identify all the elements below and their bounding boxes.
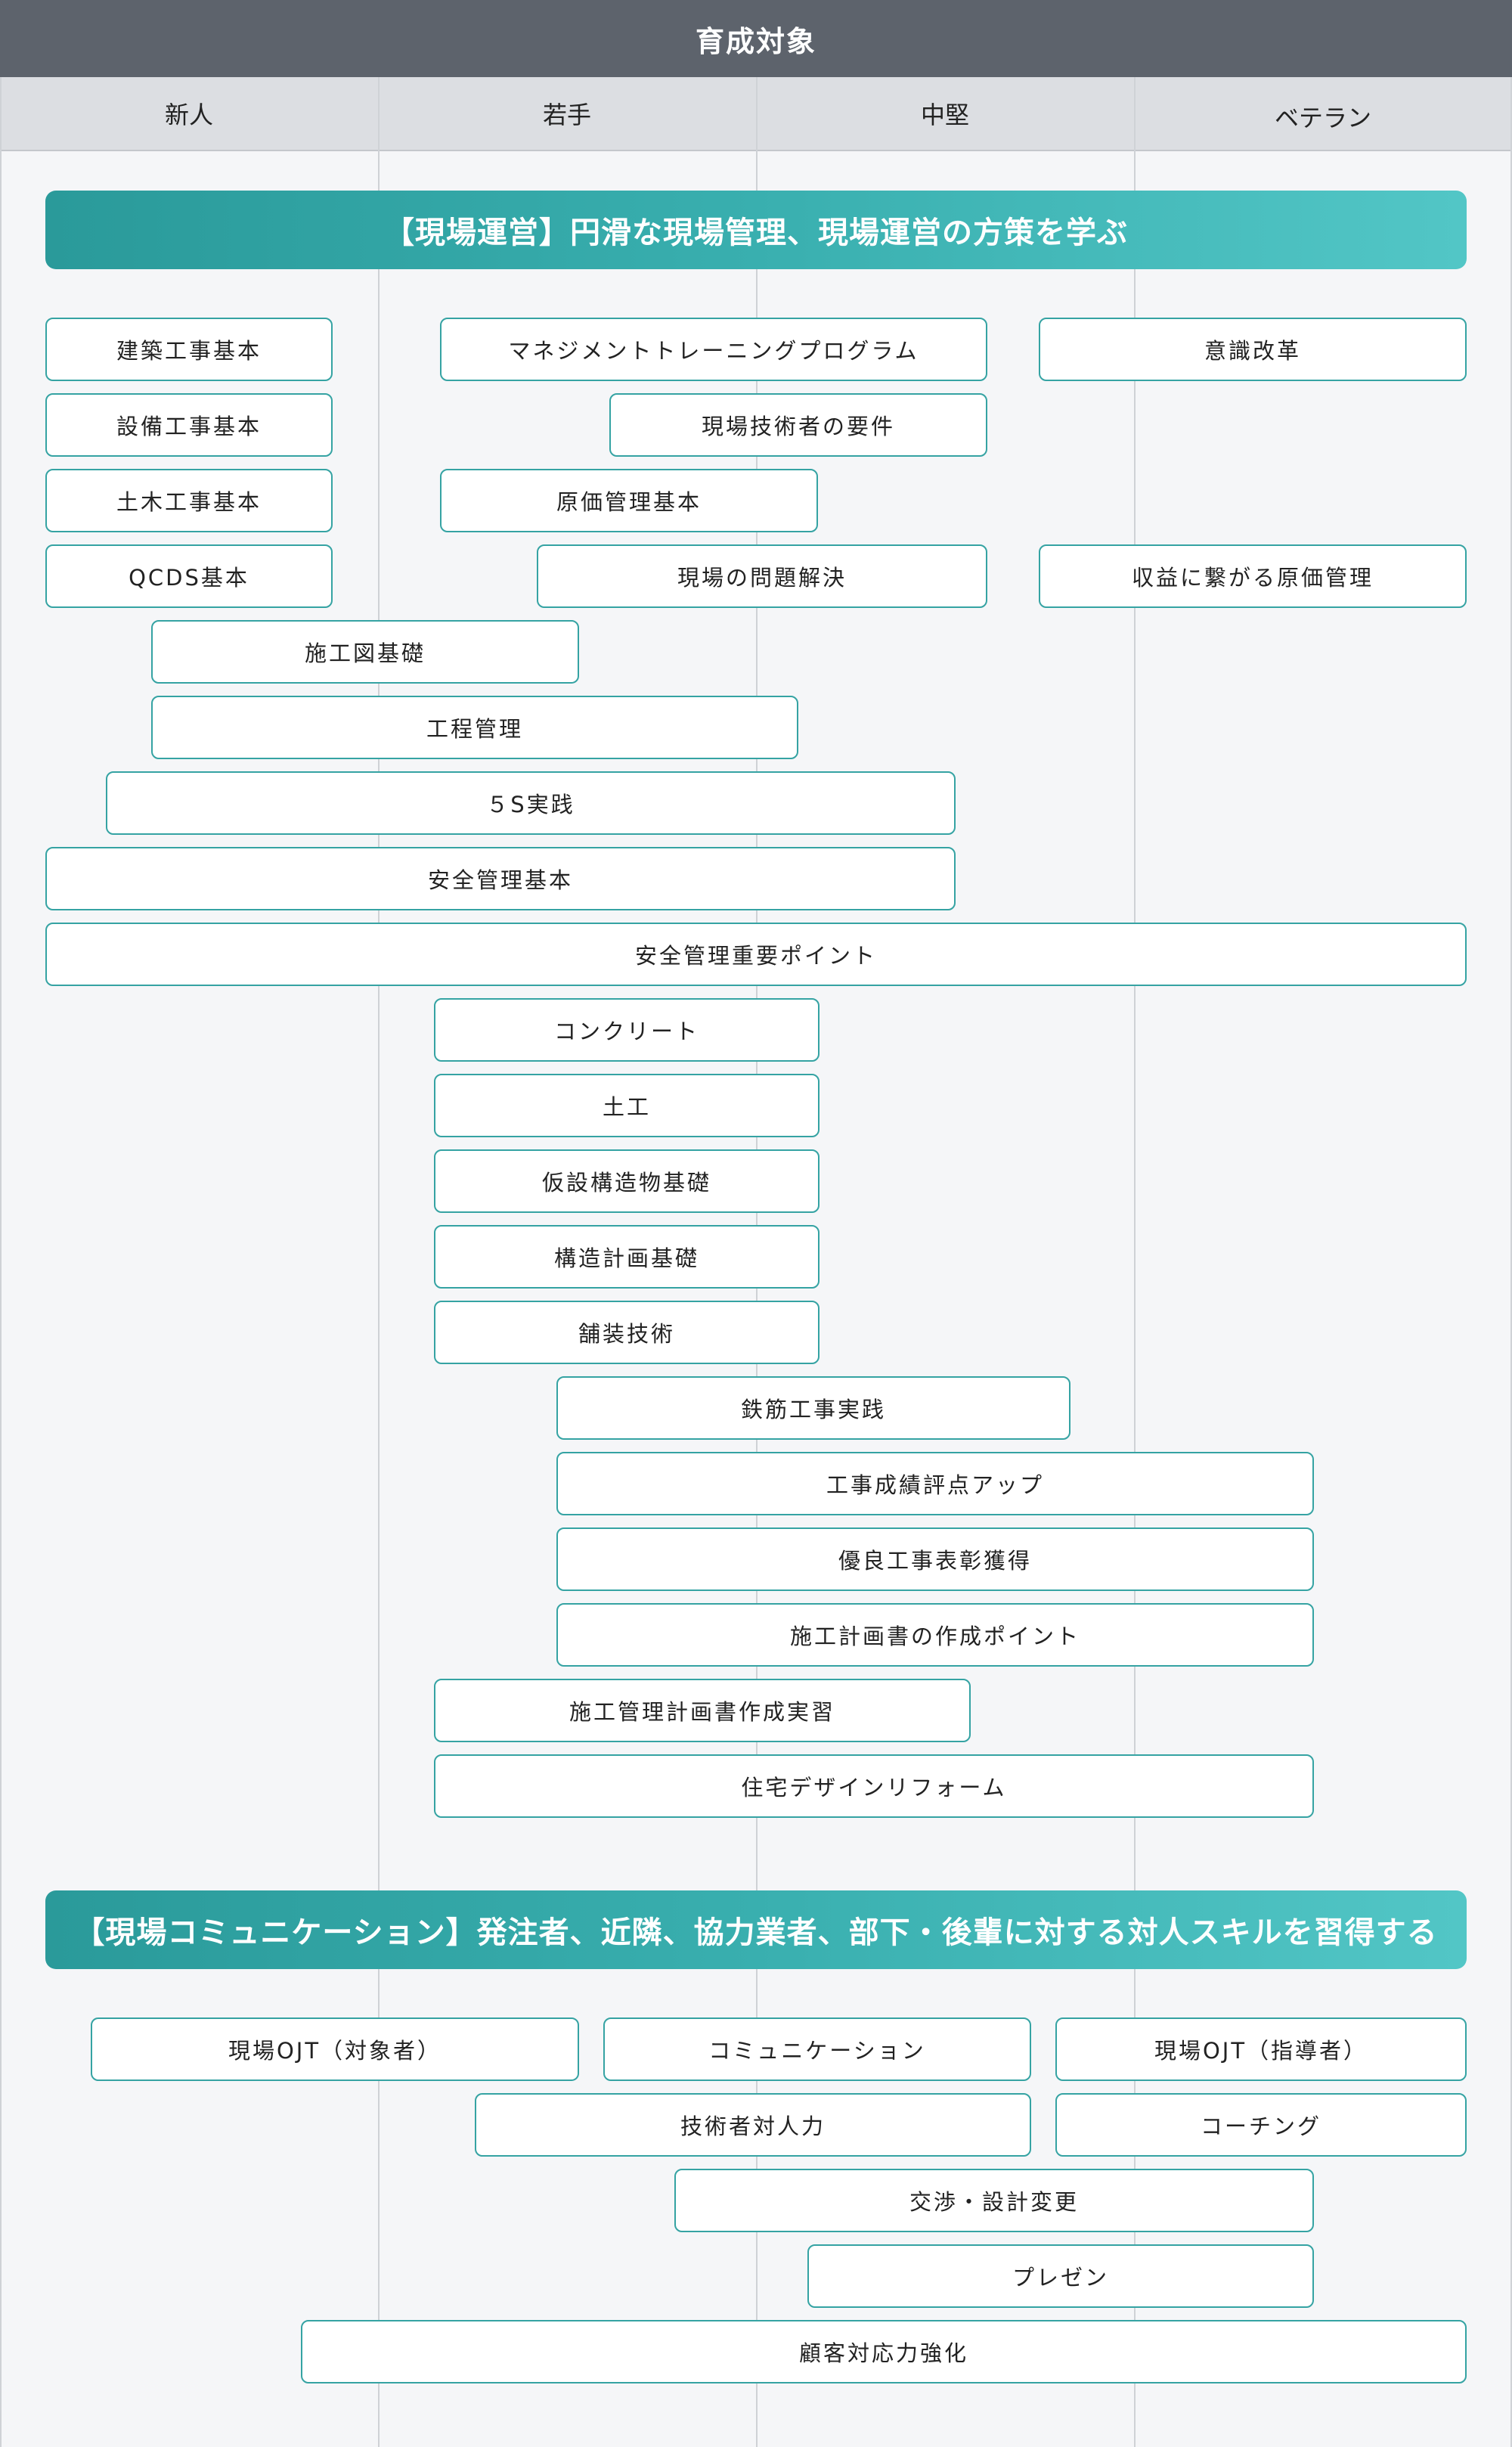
column-label-young: 若手: [542, 101, 591, 129]
course-item: 現場OJT（対象者）: [91, 2017, 579, 2081]
course-item: QCDS基本: [45, 544, 333, 608]
course-item: 原価管理基本: [440, 469, 818, 532]
section-banner-site-operations: 【現場運営】円滑な現場管理、現場運営の方策を学ぶ: [45, 191, 1467, 269]
column-divider: [378, 77, 380, 2447]
course-item: ５S実践: [106, 771, 956, 835]
course-item: コンクリート: [434, 998, 820, 1062]
course-item: コミュニケーション: [603, 2017, 1031, 2081]
course-item: 土工: [434, 1074, 820, 1137]
course-item: 鉄筋工事実践: [556, 1376, 1070, 1440]
section-banner-site-communication: 【現場コミュニケーション】発注者、近隣、協力業者、部下・後輩に対する対人スキルを…: [45, 1890, 1467, 1969]
course-item: プレゼン: [807, 2244, 1314, 2308]
right-border: [1510, 77, 1512, 2447]
course-item: 意識改革: [1039, 318, 1467, 381]
course-item: 設備工事基本: [45, 393, 333, 457]
header-title: 育成対象: [695, 24, 816, 58]
course-item: 安全管理重要ポイント: [45, 923, 1467, 986]
column-label-newcomer: 新人: [164, 101, 213, 129]
course-item: 施工図基礎: [151, 620, 579, 684]
course-item: 工事成績評点アップ: [556, 1452, 1314, 1515]
course-item: 現場の問題解決: [537, 544, 987, 608]
course-item: 仮設構造物基礎: [434, 1149, 820, 1213]
course-item: 施工計画書の作成ポイント: [556, 1603, 1314, 1667]
course-item: 安全管理基本: [45, 847, 956, 910]
page-header: 育成対象: [0, 0, 1512, 77]
column-label-veteran: ベテラン: [1274, 104, 1371, 132]
course-item: 構造計画基礎: [434, 1225, 820, 1289]
course-item: 交渉・設計変更: [674, 2169, 1314, 2232]
course-item: 優良工事表彰獲得: [556, 1527, 1314, 1591]
course-item: 現場OJT（指導者）: [1055, 2017, 1467, 2081]
course-item: 収益に繋がる原価管理: [1039, 544, 1467, 608]
column-label-mid: 中堅: [920, 101, 969, 129]
course-item: 技術者対人力: [475, 2093, 1031, 2157]
course-item: 土木工事基本: [45, 469, 333, 532]
course-item: 施工管理計画書作成実習: [434, 1679, 971, 1742]
course-item: 舗装技術: [434, 1301, 820, 1364]
course-item: 工程管理: [151, 696, 798, 759]
course-item: マネジメントトレーニングプログラム: [440, 318, 987, 381]
column-divider: [1134, 77, 1136, 2447]
course-item: 顧客対応力強化: [301, 2320, 1467, 2383]
course-item: 建築工事基本: [45, 318, 333, 381]
course-item: 住宅デザインリフォーム: [434, 1754, 1314, 1818]
course-item: コーチング: [1055, 2093, 1467, 2157]
left-border: [0, 77, 2, 2447]
course-item: 現場技術者の要件: [609, 393, 987, 457]
